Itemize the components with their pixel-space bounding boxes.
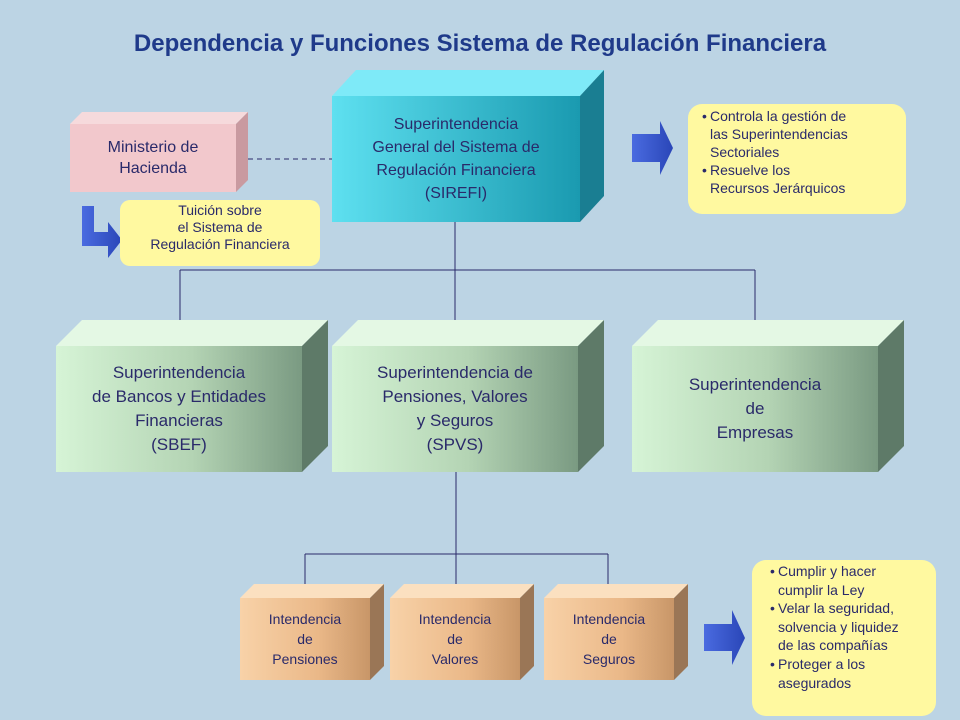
sbef-box-shape bbox=[56, 320, 328, 472]
spvs-functions-note: Cumplir y hacer cumplir la Ley Velar la … bbox=[752, 560, 936, 716]
tuicion-note: Tuición sobre el Sistema de Regulación F… bbox=[120, 200, 320, 266]
sirefi-functions-list: Controla la gestión de las Superintenden… bbox=[702, 107, 906, 197]
sbef-label: Superintendencia de Bancos y Entidades F… bbox=[92, 363, 266, 454]
list-item: Cumplir y hacer cumplir la Ley bbox=[770, 562, 936, 599]
sirefi-box-shape bbox=[332, 70, 604, 222]
ministerio-box-shape bbox=[70, 112, 248, 192]
sirefi-functions-note: Controla la gestión de las Superintenden… bbox=[688, 104, 906, 214]
sirefi-box: Superintendencia General del Sistema de … bbox=[332, 70, 604, 222]
sbef-box: Superintendencia de Bancos y Entidades F… bbox=[56, 320, 328, 472]
seguros-box: Intendencia de Seguros bbox=[544, 584, 688, 680]
spvs-functions-list: Cumplir y hacer cumplir la Ley Velar la … bbox=[770, 562, 936, 692]
valores-box-shape bbox=[390, 584, 534, 680]
ministerio-label: Ministerio de Hacienda bbox=[107, 139, 199, 177]
seguros-box-shape bbox=[544, 584, 688, 680]
empresas-label: Superintendencia de Empresas bbox=[688, 375, 822, 442]
sirefi-label: Superintendencia General del Sistema de … bbox=[372, 116, 540, 202]
arrow-right-icon bbox=[704, 610, 745, 665]
pensiones-box: Intendencia de Pensiones bbox=[240, 584, 384, 680]
seguros-label: Intendencia de Seguros bbox=[572, 611, 646, 667]
empresas-box-shape bbox=[632, 320, 904, 472]
list-item: Controla la gestión de las Superintenden… bbox=[702, 107, 906, 161]
pensiones-box-shape bbox=[240, 584, 384, 680]
arrow-right-icon bbox=[632, 121, 673, 175]
valores-box: Intendencia de Valores bbox=[390, 584, 534, 680]
spvs-box: Superintendencia de Pensiones, Valores y… bbox=[332, 320, 604, 472]
elbow-arrow-icon bbox=[82, 206, 122, 258]
list-item: Velar la seguridad, solvencia y liquidez… bbox=[770, 599, 936, 655]
empresas-box: Superintendencia de Empresas bbox=[632, 320, 904, 472]
ministerio-box: Ministerio de Hacienda bbox=[70, 112, 248, 192]
spvs-label: Superintendencia de Pensiones, Valores y… bbox=[377, 363, 533, 454]
spvs-box-shape bbox=[332, 320, 604, 472]
pensiones-label: Intendencia de Pensiones bbox=[268, 611, 342, 667]
list-item: Proteger a los asegurados bbox=[770, 655, 936, 692]
list-item: Resuelve los Recursos Jerárquicos bbox=[702, 161, 906, 197]
diagram-title: Dependencia y Funciones Sistema de Regul… bbox=[133, 30, 827, 57]
valores-label: Intendencia de Valores bbox=[418, 611, 492, 667]
